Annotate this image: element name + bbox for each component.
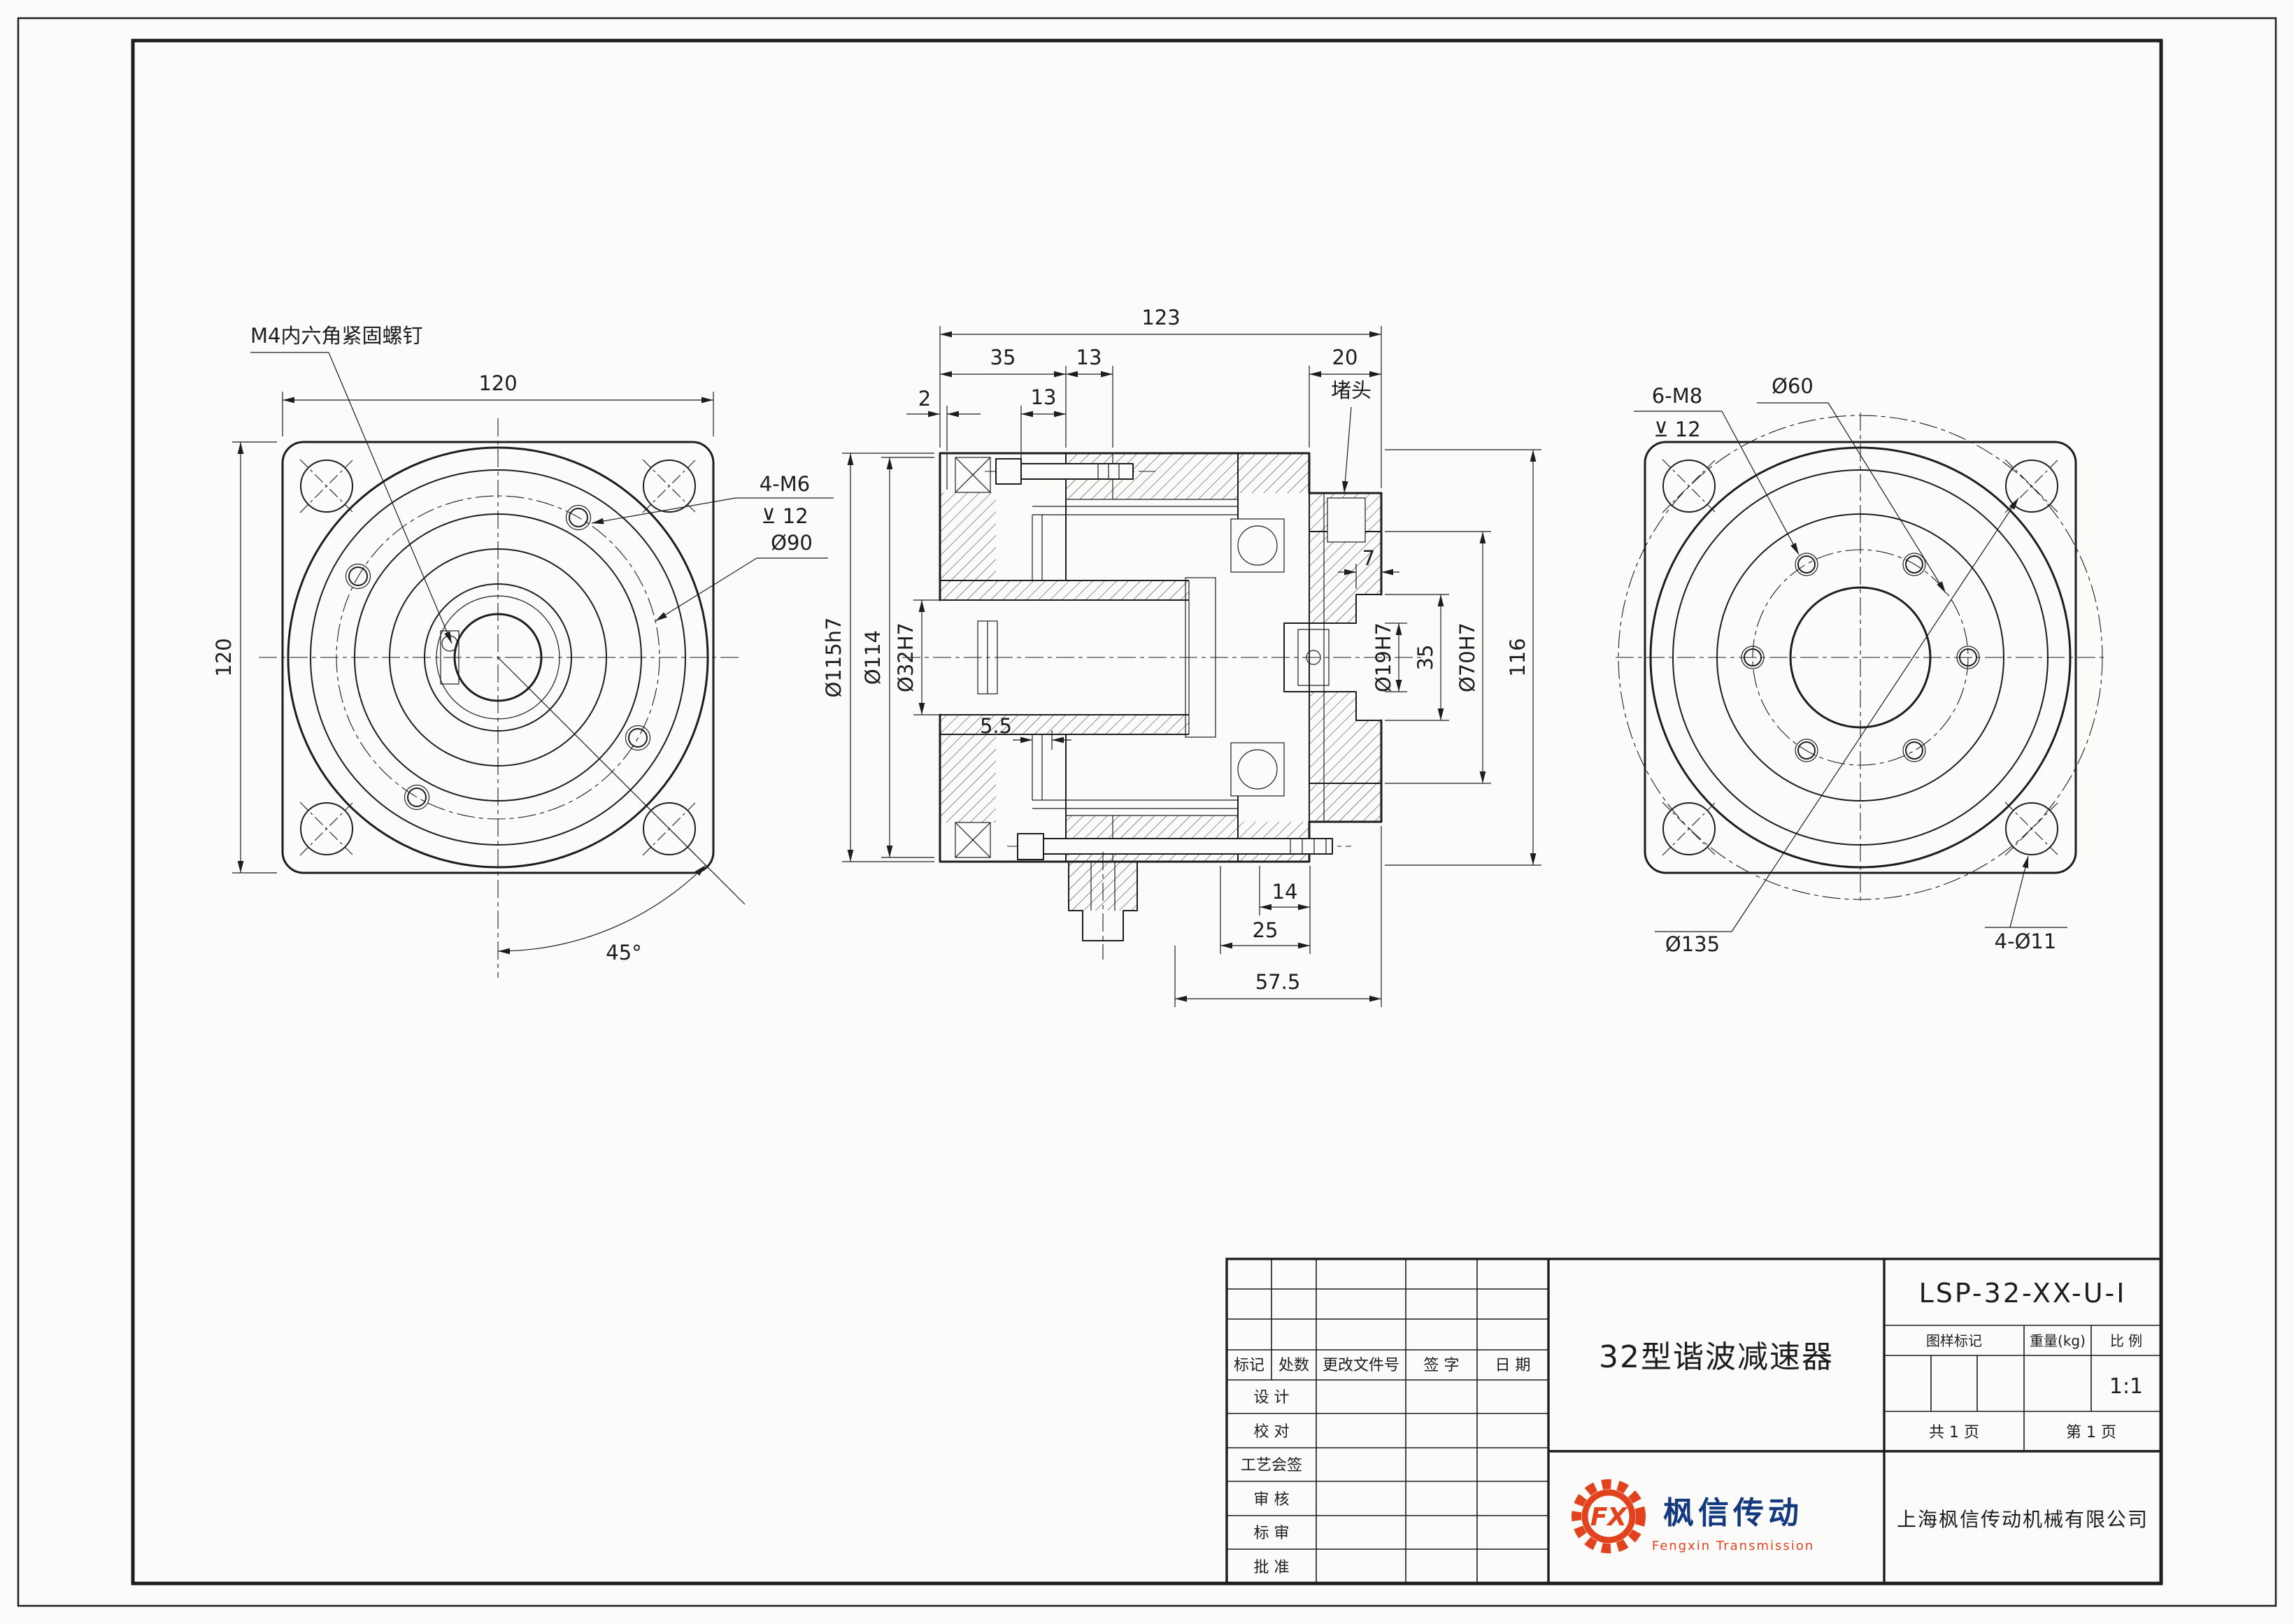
callout-4m6-depth: ⊻ 12 [761, 504, 808, 528]
dim-14: 14 [1272, 880, 1298, 904]
dim-overall-123: 123 [1141, 306, 1180, 329]
section-top-bolt [985, 458, 1155, 485]
dim-d70h7: Ø70H7 [1455, 622, 1479, 692]
th-weight: 重量(kg) [2030, 1332, 2086, 1349]
callout-6m8: 6-M8 [1652, 384, 1702, 408]
dim-35: 35 [990, 346, 1016, 369]
page-number: 第 1 页 [2066, 1424, 2116, 1441]
row-review: 审 核 [1254, 1491, 1290, 1509]
rear-view: 6-M8 ⊻ 12 Ø60 Ø135 4-Ø11 [1616, 374, 2105, 956]
dim-rear-d135: Ø135 [1665, 932, 1720, 956]
dim-5-5: 5.5 [980, 714, 1012, 738]
rear-m8-holes [1741, 553, 1980, 762]
section-axis-detail [1297, 629, 1330, 686]
title-block: 标记 处数 更改文件号 签 字 日 期 设 计 校 对 工艺会签 审 核 标 审… [1225, 1258, 2163, 1585]
section-outline [939, 452, 1383, 601]
dim-front-bolt-circle: Ø90 [771, 531, 813, 555]
dim-35v: 35 [1413, 645, 1437, 671]
dim-25: 25 [1253, 918, 1278, 942]
section-view: 123 35 13 20 2 13 堵头 Ø115h7 Ø114 Ø32H7 [822, 306, 1541, 1007]
dim-57-5: 57.5 [1255, 970, 1301, 994]
logo-gear-icon [1572, 1479, 1646, 1553]
row-process: 工艺会签 [1241, 1457, 1302, 1474]
info-cells: LSP-32-XX-U-I 图样标记 重量(kg) 比 例 1:1 共 1 页 … [1884, 1278, 2161, 1531]
company-name: 上海枫信传动机械有限公司 [1897, 1508, 2149, 1531]
row-approve: 批 准 [1254, 1559, 1290, 1576]
dim-d115h7: Ø115h7 [822, 617, 846, 697]
rear-corner-bolt-circle [1618, 415, 2103, 900]
rear-circles [1618, 415, 2103, 900]
logo-fx-mark: FX [1590, 1503, 1629, 1532]
callout-4d11: 4-Ø11 [1995, 929, 2057, 953]
part-name: 32型谐波减速器 [1599, 1339, 1834, 1375]
sheet-borders [17, 17, 2277, 1607]
part-code: LSP-32-XX-U-I [1919, 1278, 2127, 1309]
dim-front-height: 120 [212, 638, 236, 676]
front-bolt-circle [336, 495, 660, 820]
th-doc: 更改文件号 [1323, 1357, 1399, 1374]
section-flexspline [1032, 506, 1238, 809]
revision-table: 标记 处数 更改文件号 签 字 日 期 设 计 校 对 工艺会签 审 核 标 审… [1227, 1259, 1548, 1583]
dim-13b: 13 [1031, 385, 1057, 409]
dim-20: 20 [1332, 346, 1358, 369]
row-check: 校 对 [1254, 1423, 1290, 1441]
th-sign: 签 字 [1424, 1357, 1460, 1374]
section-input-bearings [955, 457, 991, 858]
logo-chinese: 枫信传动 [1663, 1495, 1803, 1531]
section-main-bearings [1230, 518, 1285, 797]
row-design: 设 计 [1254, 1389, 1290, 1406]
front-m6-holes [345, 504, 651, 811]
th-scale: 比 例 [2110, 1332, 2142, 1349]
section-wave-generator [1185, 577, 1216, 738]
callout-m4: M4内六角紧固螺钉 [250, 324, 422, 348]
th-mark: 标记 [1234, 1357, 1264, 1374]
dim-rear-d60: Ø60 [1772, 374, 1814, 398]
th-count: 处数 [1278, 1357, 1309, 1374]
logo-english: Fengxin Transmission [1652, 1539, 1814, 1553]
th-date: 日 期 [1495, 1357, 1531, 1374]
front-circles [287, 446, 709, 869]
dim-d32h7: Ø32H7 [894, 622, 918, 692]
company-logo: FX 枫信传动 Fengxin Transmission [1572, 1479, 1814, 1553]
dim-d114: Ø114 [861, 630, 885, 685]
dim-2: 2 [918, 387, 931, 411]
dim-7: 7 [1362, 546, 1375, 570]
callout-plug: 堵头 [1331, 378, 1372, 402]
dim-front-angle: 45° [606, 941, 641, 964]
scale-value: 1:1 [2109, 1374, 2143, 1399]
dim-d19h7: Ø19H7 [1372, 622, 1395, 692]
dim-13a: 13 [1076, 346, 1102, 369]
rear-flange-outline [1644, 441, 2077, 874]
callout-4m6: 4-M6 [760, 472, 810, 496]
dim-116: 116 [1506, 638, 1530, 676]
callout-6m8-depth: ⊻ 12 [1653, 418, 1700, 441]
pages-total: 共 1 页 [1929, 1424, 1979, 1441]
section-bottom-bolt [1007, 833, 1351, 860]
dim-front-width: 120 [478, 371, 517, 395]
rear-m8-bolt-circle [1752, 549, 1969, 766]
front-view: 120 120 M4内六角紧固螺钉 4-M6 ⊻ 12 Ø90 45° [212, 324, 834, 978]
th-drawing-mark: 图样标记 [1926, 1332, 1982, 1349]
section-bottom-boss [1068, 852, 1138, 960]
section-plug [1327, 497, 1366, 543]
row-standard: 标 审 [1254, 1525, 1290, 1542]
